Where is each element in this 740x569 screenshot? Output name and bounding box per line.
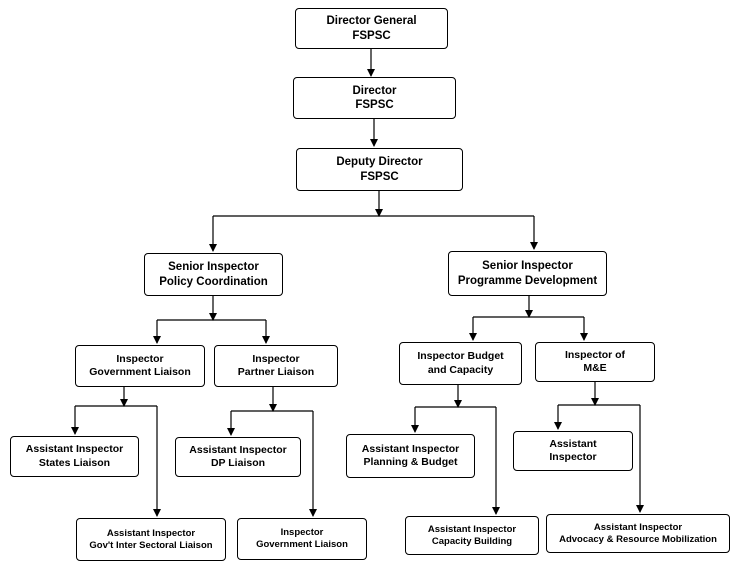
node-subtitle: and Capacity	[427, 363, 494, 376]
node-title: Senior Inspector	[168, 261, 259, 274]
node-senior-policy: Senior Inspector Policy Coordination	[144, 253, 283, 296]
node-subtitle: DP Liaison	[210, 457, 266, 469]
node-subtitle: States Liaison	[38, 456, 111, 469]
node-title: Assistant Inspector	[427, 523, 517, 535]
node-subtitle: Policy Coordination	[159, 275, 268, 288]
node-assistant-inter-sectoral: Assistant Inspector Gov't Inter Sectoral…	[76, 518, 226, 561]
node-director-general: Director General FSPSC	[295, 8, 448, 49]
node-assistant-states-liaison: Assistant Inspector States Liaison	[10, 436, 139, 477]
node-inspector-me: Inspector of M&E	[535, 342, 655, 382]
node-title: Inspector	[280, 527, 324, 539]
node-subtitle: Planning & Budget	[363, 456, 458, 468]
node-subtitle: Programme Development	[457, 274, 598, 287]
node-inspector-government-liaison-2: Inspector Government Liaison	[237, 518, 367, 560]
node-subtitle: FSPSC	[355, 99, 394, 111]
node-deputy-director: Deputy Director FSPSC	[296, 148, 463, 191]
node-title: Assistant Inspector	[593, 521, 683, 533]
node-title: Director General	[326, 15, 417, 28]
node-subtitle: Gov't Inter Sectoral Liaison	[89, 539, 213, 551]
node-senior-programme: Senior Inspector Programme Development	[448, 251, 607, 296]
node-director: Director FSPSC	[293, 77, 456, 119]
node-inspector-partner-liaison: Inspector Partner Liaison	[214, 345, 338, 387]
node-subtitle: Government Liaison	[89, 366, 191, 378]
node-title: Inspector	[116, 352, 164, 365]
node-inspector-budget: Inspector Budget and Capacity	[399, 342, 522, 385]
node-assistant-inspector-me: Assistant Inspector	[513, 431, 633, 471]
node-subtitle: Inspector	[549, 451, 597, 463]
node-assistant-capacity-building: Assistant Inspector Capacity Building	[405, 516, 539, 555]
node-subtitle: Partner Liaison	[237, 366, 315, 378]
node-inspector-government-liaison: Inspector Government Liaison	[75, 345, 205, 387]
node-subtitle: Government Liaison	[256, 539, 348, 550]
node-title: Assistant Inspector	[361, 442, 460, 455]
node-title: Inspector of	[564, 348, 626, 361]
node-title: Director	[352, 84, 397, 97]
node-subtitle: Capacity Building	[431, 535, 513, 547]
node-title: Senior Inspector	[482, 260, 573, 273]
node-title: Deputy Director	[336, 156, 423, 169]
node-title: Inspector Budget	[417, 350, 504, 363]
node-subtitle: Advocacy & Resource Mobilization	[559, 533, 717, 545]
node-title: Inspector	[252, 352, 300, 365]
node-assistant-dp-liaison: Assistant Inspector DP Liaison	[175, 437, 301, 477]
node-title: Assistant Inspector	[189, 443, 287, 456]
node-subtitle: FSPSC	[360, 170, 399, 183]
node-subtitle: M&E	[583, 362, 607, 374]
node-title: Assistant Inspector	[25, 443, 124, 456]
node-title: Assistant Inspector	[106, 527, 196, 539]
node-subtitle: FSPSC	[352, 29, 391, 42]
node-assistant-planning-budget: Assistant Inspector Planning & Budget	[346, 434, 475, 478]
node-assistant-advocacy: Assistant Inspector Advocacy & Resource …	[546, 514, 730, 553]
node-title: Assistant	[549, 437, 597, 450]
